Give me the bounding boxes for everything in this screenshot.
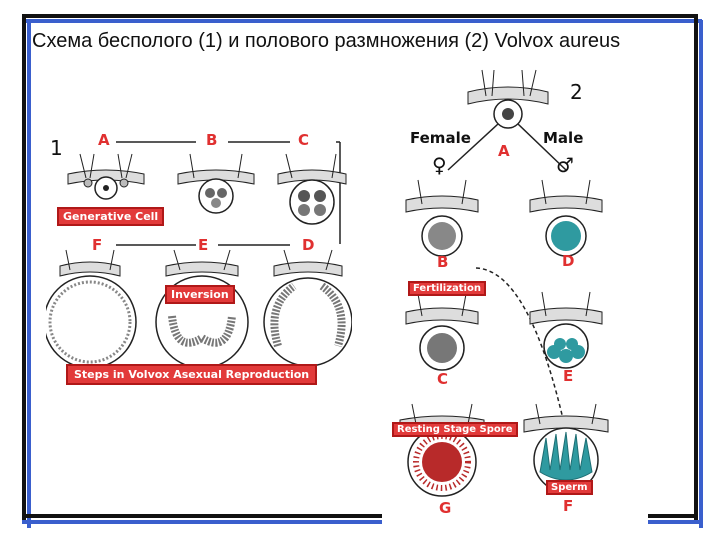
frame-left-black bbox=[22, 14, 26, 524]
cell-d bbox=[263, 249, 352, 367]
asexual-caption: Steps in Volvox Asexual Reproduction bbox=[66, 364, 318, 385]
sexual-letter-b: B bbox=[437, 253, 449, 271]
marker-sexual: 2 bbox=[570, 80, 583, 104]
cell-f bbox=[46, 249, 137, 369]
frame-bottom-black bbox=[22, 514, 698, 518]
cell-a bbox=[67, 153, 145, 200]
sexual-letter-d: D bbox=[562, 252, 575, 270]
frame-right-blue bbox=[699, 20, 703, 528]
slide-title: Схема бесполого (1) и полового размножен… bbox=[32, 30, 621, 52]
male-cell-d bbox=[529, 179, 603, 257]
asexual-letter-a: A bbox=[98, 131, 110, 149]
cell-b bbox=[177, 153, 255, 214]
frame-top-black bbox=[22, 14, 698, 18]
female-cell-b bbox=[405, 179, 479, 257]
generative-cell-label: Generative Cell bbox=[57, 207, 165, 226]
female-cell-c bbox=[405, 293, 479, 371]
male-symbol: ♂ bbox=[556, 153, 574, 177]
asexual-letter-d: D bbox=[302, 236, 315, 254]
resting-spore-label: Resting Stage Spore bbox=[392, 422, 518, 437]
marker-asexual: 1 bbox=[50, 136, 63, 160]
female-label: Female bbox=[410, 129, 471, 147]
sexual-letter-a: A bbox=[498, 142, 510, 160]
frame-right-black bbox=[694, 14, 698, 524]
frame-top-blue bbox=[22, 19, 702, 23]
cell-c bbox=[277, 153, 347, 225]
male-label: Male bbox=[543, 129, 584, 147]
female-symbol: ♀ bbox=[432, 153, 447, 177]
sexual-letter-c: C bbox=[437, 370, 449, 388]
sexual-cell-a bbox=[467, 69, 549, 129]
asexual-letter-c: C bbox=[298, 131, 310, 149]
asexual-letter-e: E bbox=[198, 236, 209, 254]
sperm-cell-f bbox=[523, 403, 609, 493]
asexual-letter-f: F bbox=[92, 236, 103, 254]
sexual-letter-g: G bbox=[439, 499, 452, 517]
sexual-letter-e: E bbox=[563, 367, 574, 385]
resting-spore-g bbox=[399, 403, 485, 497]
frame-bottom-blue bbox=[22, 520, 702, 524]
sperm-label: Sperm bbox=[546, 480, 593, 495]
sexual-diagram bbox=[399, 69, 609, 497]
male-cell-e bbox=[529, 291, 603, 369]
asexual-letter-b: B bbox=[206, 131, 218, 149]
fertilization-label: Fertilization bbox=[408, 281, 486, 296]
inversion-label: Inversion bbox=[165, 285, 235, 304]
frame-left-blue bbox=[27, 20, 31, 528]
asexual-diagram bbox=[46, 141, 352, 369]
sexual-letter-f: F bbox=[563, 497, 574, 515]
cell-e bbox=[155, 249, 249, 369]
